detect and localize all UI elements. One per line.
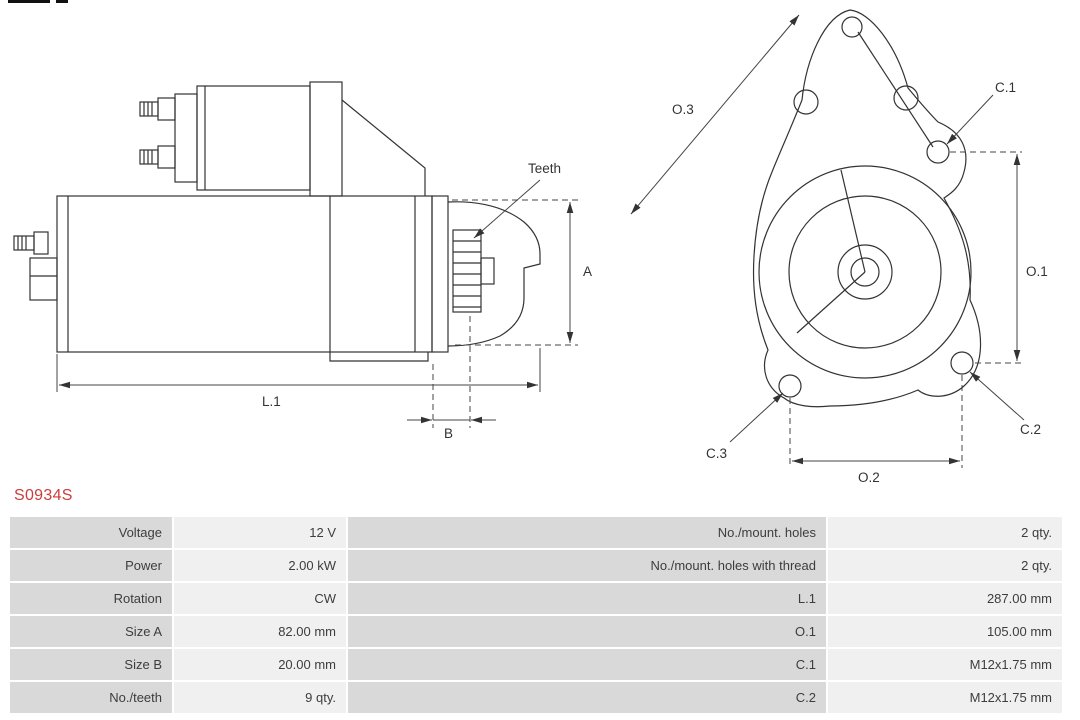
side-view-dimensions xyxy=(56,179,578,428)
dim-label-c1: C.1 xyxy=(995,80,1016,95)
spec-value: 105.00 mm xyxy=(828,616,1062,647)
spec-value: M12x1.75 mm xyxy=(828,649,1062,680)
spec-label: No./mount. holes xyxy=(348,517,826,548)
teeth-label: Teeth xyxy=(528,161,561,176)
spec-value: 2 qty. xyxy=(828,550,1062,581)
starter-front-view xyxy=(752,9,982,408)
spec-value: CW xyxy=(174,583,346,614)
dim-label-c3: C.3 xyxy=(706,446,727,461)
spec-label: C.1 xyxy=(348,649,826,680)
spec-label: C.2 xyxy=(348,682,826,713)
dim-label-o2: O.2 xyxy=(858,470,880,485)
front-view-dimensions xyxy=(630,14,1025,468)
spec-value: 82.00 mm xyxy=(174,616,346,647)
spec-label: Size A xyxy=(10,616,172,647)
starter-side-view xyxy=(13,81,541,362)
spec-table: Voltage 12 V No./mount. holes 2 qty. Pow… xyxy=(10,517,1062,713)
crop-mark-segment xyxy=(8,0,50,3)
spec-value: 287.00 mm xyxy=(828,583,1062,614)
spec-value: 2 qty. xyxy=(828,517,1062,548)
spec-value: 20.00 mm xyxy=(174,649,346,680)
part-number: S0934S xyxy=(14,487,73,504)
spec-value: 9 qty. xyxy=(174,682,346,713)
spec-label: Voltage xyxy=(10,517,172,548)
dim-label-b: B xyxy=(444,426,453,441)
spec-label: Rotation xyxy=(10,583,172,614)
spec-label: Size B xyxy=(10,649,172,680)
dim-label-o1: O.1 xyxy=(1026,264,1048,279)
dim-label-a: A xyxy=(583,264,592,279)
dim-label-c2: C.2 xyxy=(1020,422,1041,437)
spec-value: M12x1.75 mm xyxy=(828,682,1062,713)
spec-value: 2.00 kW xyxy=(174,550,346,581)
spec-label: L.1 xyxy=(348,583,826,614)
spec-label: O.1 xyxy=(348,616,826,647)
dim-label-o3: O.3 xyxy=(672,102,694,117)
spec-label: No./teeth xyxy=(10,682,172,713)
technical-drawing: A L.1 B Teeth xyxy=(13,9,1048,485)
spec-label: Power xyxy=(10,550,172,581)
dim-label-l1: L.1 xyxy=(262,394,281,409)
spec-value: 12 V xyxy=(174,517,346,548)
crop-mark-segment xyxy=(56,0,68,3)
spec-label: No./mount. holes with thread xyxy=(348,550,826,581)
